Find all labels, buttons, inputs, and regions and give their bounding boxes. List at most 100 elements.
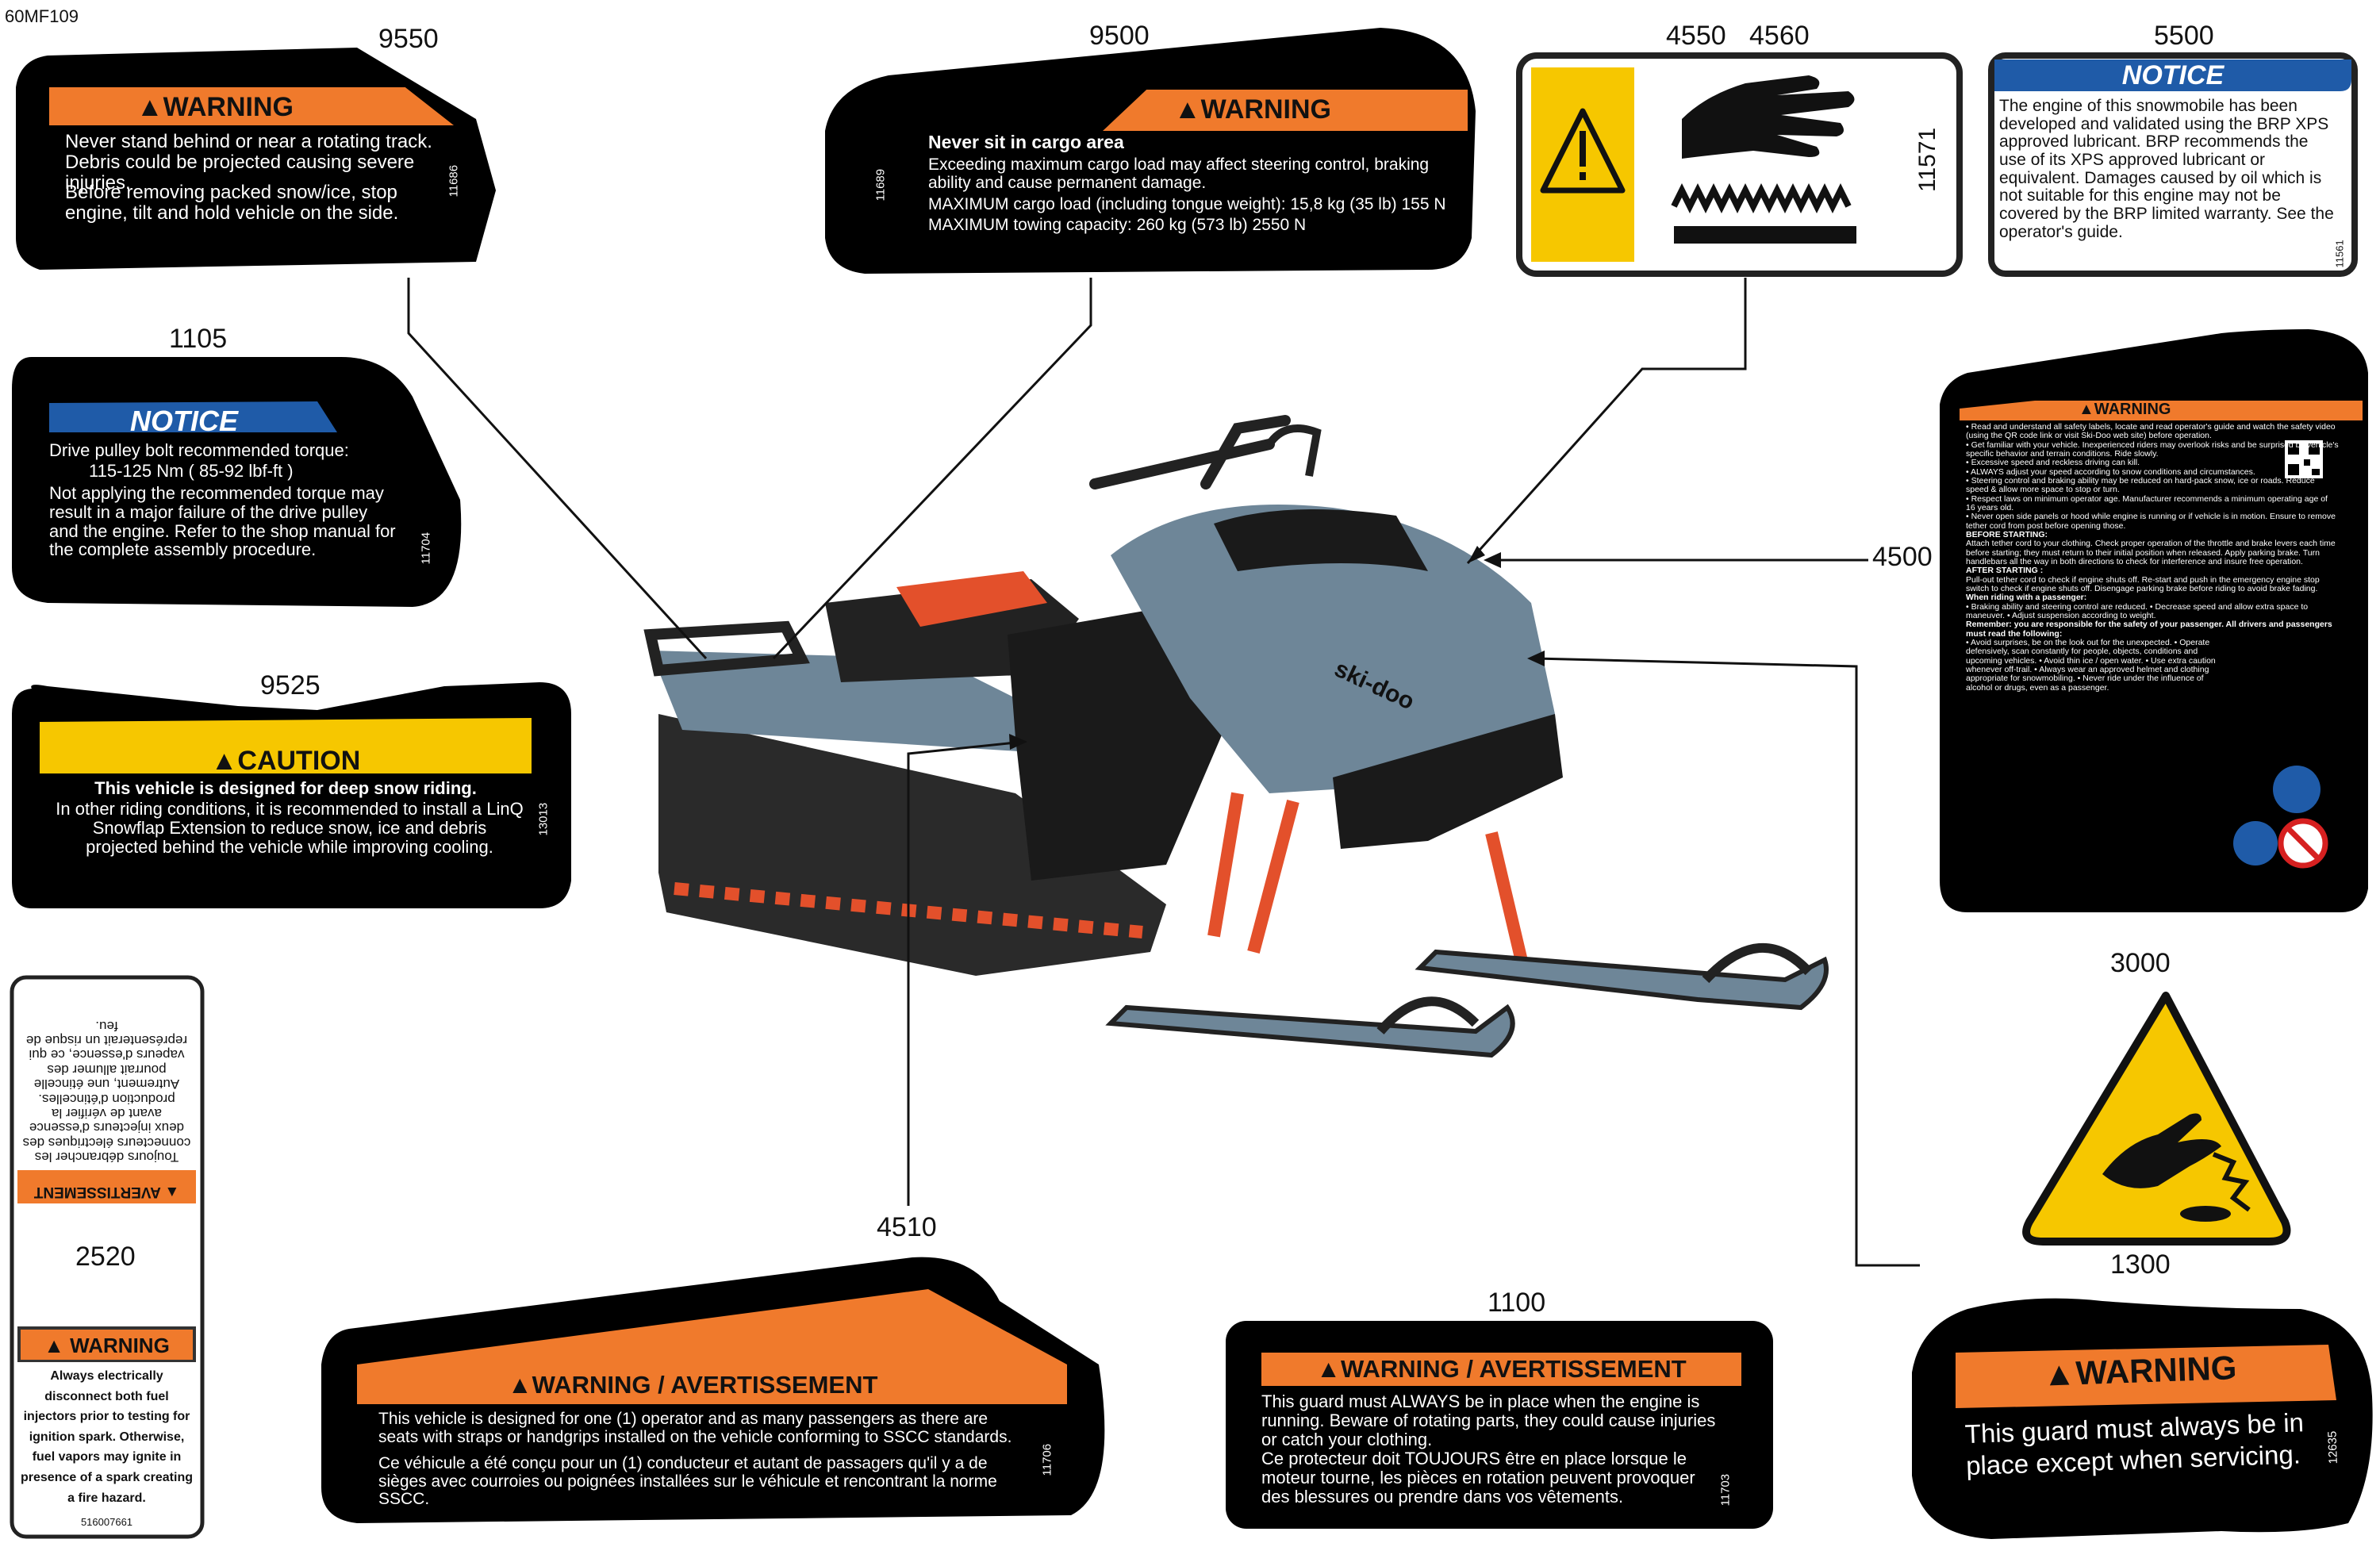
leader-4550 bbox=[1466, 278, 1747, 565]
leader-1300 bbox=[1534, 657, 1920, 1267]
callout-4500: 4500 bbox=[1872, 542, 1933, 572]
callout-9550: 9550 bbox=[378, 24, 439, 54]
label-4500-item-6: • Respect laws on minimum operator age. … bbox=[1966, 493, 2328, 512]
label-2520-french-inverted: ▲ AVERTISSEMENT Toujours débrancher les … bbox=[17, 984, 196, 1203]
heat-icon bbox=[1671, 183, 1852, 213]
label-4500-section-after: AFTER STARTING : bbox=[1966, 566, 2044, 576]
label-9525-header: ▲CAUTION bbox=[210, 746, 361, 776]
passenger-icon bbox=[2273, 766, 2320, 813]
label-9500-header: ▲WARNING bbox=[1174, 94, 1331, 125]
label-1100-code: 11703 bbox=[1718, 1473, 1733, 1507]
label-3000-triangle bbox=[2022, 992, 2291, 1246]
label-4500-orange bbox=[1960, 401, 2363, 420]
label-4500-item-10: • Braking ability and steering control a… bbox=[1966, 601, 2309, 620]
label-1300-text: This guard must always be in place excep… bbox=[1964, 1407, 2305, 1480]
snowmobile-hood bbox=[1111, 505, 1555, 793]
hot-surface-icon bbox=[1674, 226, 1856, 244]
callout-1100: 1100 bbox=[1488, 1288, 1546, 1318]
label-2520-code: 516007661 bbox=[80, 1516, 133, 1528]
label-2520-fr-header: ▲ AVERTISSEMENT bbox=[33, 1184, 180, 1200]
label-9525-text-2: In other riding conditions, it is recomm… bbox=[56, 799, 524, 857]
snowmobile-ski-left bbox=[1105, 1004, 1515, 1058]
label-1105-code: 11704 bbox=[419, 532, 433, 565]
label-4510-text-2: Ce véhicule a été conçu pour un (1) cond… bbox=[378, 1454, 997, 1509]
label-1105-text-3: Not applying the recommended torque may … bbox=[49, 483, 396, 560]
snowmobile-bumper bbox=[1333, 714, 1563, 849]
label-2520-fr-text: Toujours débrancher les connecteurs élec… bbox=[22, 1018, 191, 1165]
callout-9525: 9525 bbox=[260, 670, 321, 700]
label-1105-text-2: 115-125 Nm ( 85-92 lbf-ft ) bbox=[89, 461, 294, 481]
snowmobile-illustration: ski-doo bbox=[643, 415, 1829, 1058]
label-9500-code: 11689 bbox=[873, 168, 888, 202]
label-1100-header: ▲WARNING / AVERTISSEMENT bbox=[1316, 1355, 1687, 1383]
callout-4550: 4550 bbox=[1666, 21, 1726, 51]
hand-icon bbox=[1682, 75, 1855, 159]
label-5500-code: 11561 bbox=[2333, 240, 2346, 268]
label-9500-text-3: MAXIMUM cargo load (including tongue wei… bbox=[928, 195, 1446, 213]
arrow-4500 bbox=[1484, 552, 1501, 568]
label-9525-code: 13013 bbox=[536, 802, 551, 836]
label-9500: ▲WARNING Never sit in cargo area Exceedi… bbox=[841, 83, 1468, 270]
leader-9550 bbox=[407, 278, 708, 660]
no-alcohol-slash bbox=[2285, 825, 2321, 862]
label-9500-orange bbox=[1103, 90, 1468, 131]
label-9500-text-4: MAXIMUM towing capacity: 260 kg (573 lb)… bbox=[928, 216, 1307, 234]
label-9550-code: 11686 bbox=[447, 164, 461, 198]
label-1300: ▲WARNING This guard must always be in pl… bbox=[1952, 1342, 2347, 1530]
label-4510-text-1: This vehicle is designed for one (1) ope… bbox=[378, 1410, 1012, 1446]
rotating-parts-icon bbox=[2212, 1152, 2251, 1212]
label-2520-en-header: ▲ WARNING bbox=[44, 1334, 170, 1357]
label-4500-shape bbox=[1940, 329, 2368, 912]
label-2520-en-header bbox=[21, 1330, 193, 1360]
label-1105-text-1: Drive pulley bolt recommended torque: bbox=[49, 440, 349, 460]
label-9550-header: ▲WARNING bbox=[136, 92, 294, 122]
label-4500-item-9: Pull-out tether cord to check if engine … bbox=[1966, 574, 2320, 593]
warning-triangle-icon bbox=[1540, 108, 1626, 194]
label-4510-orange bbox=[357, 1289, 1067, 1404]
label-4500-section-passenger: When riding with a passenger: bbox=[1966, 593, 2087, 603]
snowmobile-ski-right bbox=[1415, 949, 1829, 1011]
snowmobile-windshield bbox=[1214, 509, 1428, 571]
label-9550-orange bbox=[49, 87, 454, 125]
sprocket-icon bbox=[2180, 1206, 2231, 1222]
label-9525: ▲CAUTION This vehicle is designed for de… bbox=[40, 722, 563, 900]
callout-1300: 1300 bbox=[2110, 1249, 2171, 1280]
snowmobile-handlebar bbox=[1089, 415, 1291, 489]
pinch-hand-icon bbox=[2102, 1113, 2221, 1188]
snowmobile-ski-loops bbox=[1376, 943, 1813, 1034]
label-1300-code: 12635 bbox=[2325, 1430, 2340, 1464]
snowmobile-track bbox=[658, 714, 1166, 976]
label-2520-fr-header bbox=[17, 1170, 196, 1203]
label-4500-section-remember: Remember: you are responsible for the sa… bbox=[1966, 620, 2332, 639]
leader-arrowheads bbox=[1009, 546, 1545, 750]
label-9500-shape bbox=[825, 28, 1476, 274]
label-4500-item-2: • Get familiar with your vehicle. Inexpe… bbox=[1966, 439, 2339, 459]
label-4500-text: • Read and understand all safety labels,… bbox=[1966, 422, 2339, 693]
snowmobile-seat-accent bbox=[896, 571, 1047, 627]
label-4500-item-7: • Never open side panels or hood while e… bbox=[1966, 512, 2336, 531]
label-1100-text-1: This guard must ALWAYS be in place when … bbox=[1261, 1391, 1716, 1449]
label-5500-text: The engine of this snowmobile has been d… bbox=[1999, 97, 2334, 241]
label-1100-text-2: Ce protecteur doit TOUJOURS être en plac… bbox=[1261, 1449, 1695, 1507]
label-1105-blue bbox=[49, 401, 337, 432]
arrow-1300 bbox=[1527, 651, 1545, 666]
label-4510-code: 11706 bbox=[1040, 1443, 1054, 1476]
callout-9500: 9500 bbox=[1089, 21, 1150, 51]
callout-1105: 1105 bbox=[169, 324, 228, 354]
label-4550-code: 11571 bbox=[1914, 127, 1940, 192]
snowmobile-suspension bbox=[1207, 792, 1530, 969]
label-4500-item-11: • Avoid surprises, be on the look out fo… bbox=[1966, 637, 2216, 693]
callout-4560: 4560 bbox=[1749, 21, 1810, 51]
label-4500-item-5: • Steering control and braking ability m… bbox=[1966, 475, 2315, 495]
callout-2520: 2520 bbox=[75, 1242, 136, 1272]
label-9550: ▲WARNING Never stand behind or near a ro… bbox=[49, 87, 478, 262]
label-9550-text-2: Before removing packed snow/ice, stop en… bbox=[65, 182, 399, 224]
label-2520-en-text: Always electrically disconnect both fuel… bbox=[21, 1369, 193, 1505]
diagram-reference: 60MF109 bbox=[5, 6, 79, 26]
label-5500-blue bbox=[1994, 59, 2351, 91]
label-4510: ▲WARNING / AVERTISSEMENT This vehicle is… bbox=[361, 1366, 1067, 1509]
label-1105: NOTICE Drive pulley bolt recommended tor… bbox=[49, 403, 446, 593]
label-5500-frame bbox=[1988, 52, 2358, 277]
label-2520-frame bbox=[10, 975, 205, 1539]
